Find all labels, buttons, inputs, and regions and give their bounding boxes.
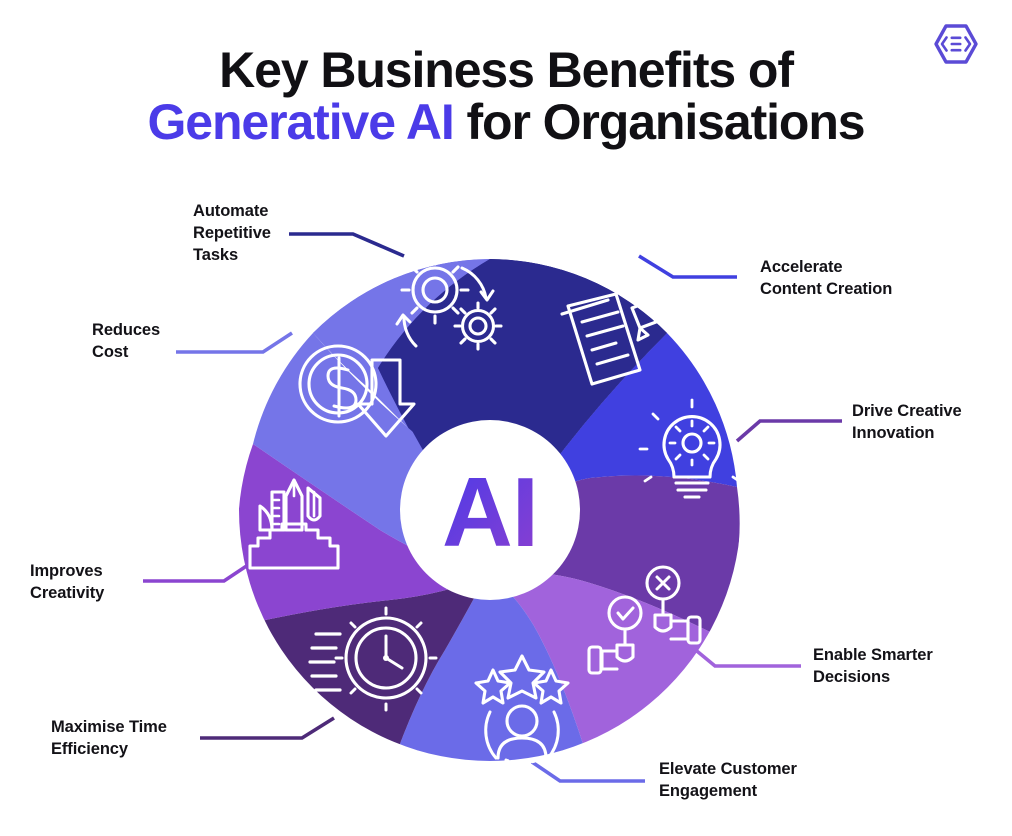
coin-dollar-arrow-down-icon [298,344,416,438]
hands-check-cross-icon [587,565,702,675]
connector-time [200,716,335,740]
connector-accelerate [638,254,737,279]
segment-accelerate[interactable] [486,333,737,576]
title-rest: for Organisations [453,94,865,150]
label-maximise-time-efficiency[interactable]: Maximise Time Efficiency [51,718,167,758]
label-elevate-customer-engagement[interactable]: Elevate Customer Engagement [659,760,797,800]
connector-engagement [530,760,645,783]
segment-time[interactable] [256,576,486,749]
hub-label: AI [442,457,538,567]
connector-lines [143,232,842,783]
label-reduces-cost[interactable]: Reduces Cost [92,321,161,361]
document-pencil-icon [560,292,658,386]
connector-cost [176,331,293,354]
label-enable-smarter-decisions[interactable]: Enable Smarter Decisions [813,646,933,686]
pencil-brush-gear-icon [248,478,340,570]
title-line-2: Generative AI for Organisations [0,96,1012,148]
clock-gear-speed-icon [308,606,438,712]
title-accent: Generative AI [147,94,454,150]
wheel-icons [248,255,746,765]
connector-creativity [143,559,255,583]
segment-creativity[interactable] [238,444,486,622]
person-stars-icon [474,654,570,765]
label-automate-repetitive-tasks[interactable]: Automate Repetitive Tasks [193,202,271,264]
connector-automate [289,232,405,258]
connector-innovation [735,419,842,443]
title-line-1: Key Business Benefits of [219,42,794,98]
lightbulb-gear-icon [638,398,746,499]
connector-decisions [690,645,801,668]
label-improves-creativity[interactable]: Improves Creativity [30,562,105,602]
label-drive-creative-innovation[interactable]: Drive Creative Innovation [852,402,962,442]
hub-circle [400,420,580,600]
hexagon-brackets-logo [934,24,978,64]
gears-cycle-icon [395,255,503,351]
label-accelerate-content-creation[interactable]: Accelerate Content Creation [760,258,893,298]
page-title: Key Business Benefits of Generative AI f… [0,44,1012,148]
